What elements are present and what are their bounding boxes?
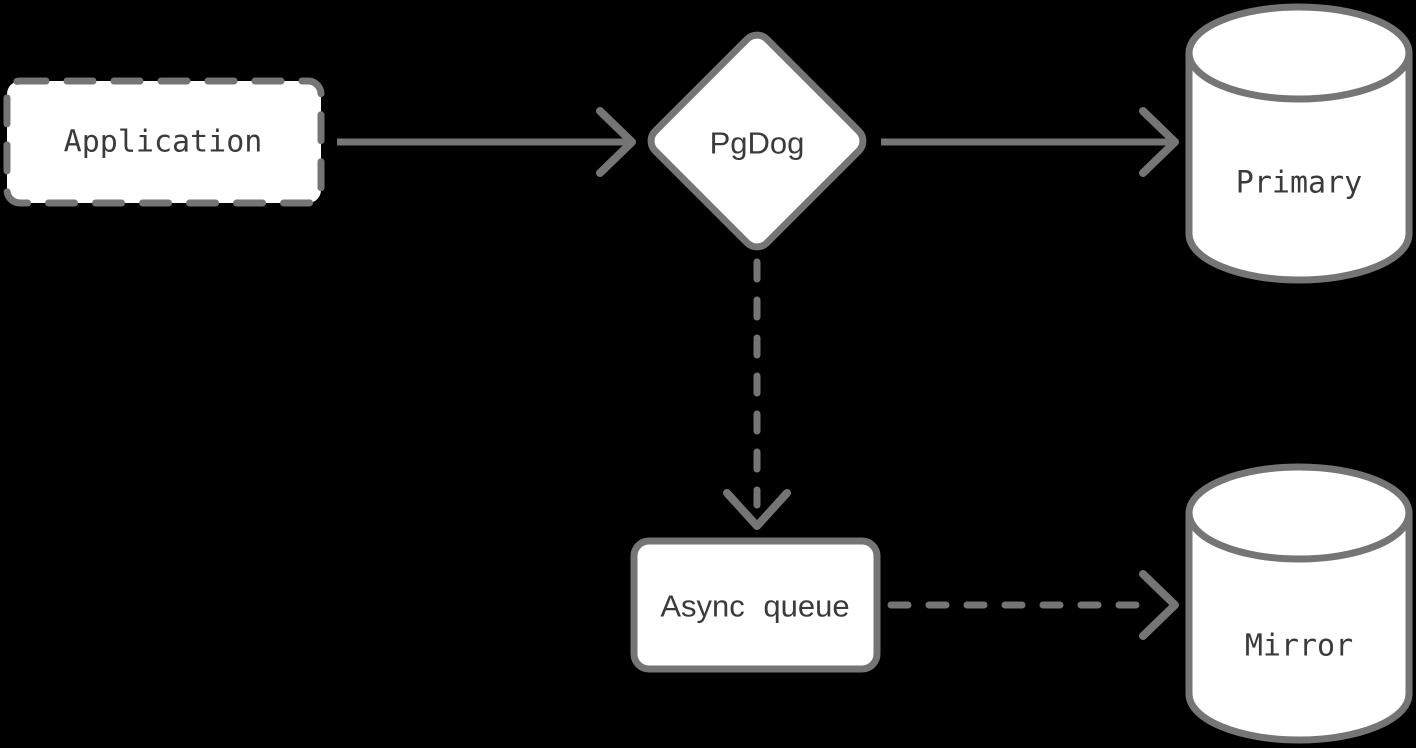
edge-pgdog-to-async-queue <box>723 258 791 530</box>
application-label: Application <box>64 125 263 160</box>
arrowhead-down-icon <box>723 489 791 530</box>
pgdog-label: PgDog <box>710 126 805 161</box>
application-box <box>3 77 325 207</box>
node-pgdog: PgDog <box>647 31 867 251</box>
primary-label: Primary <box>1236 166 1362 201</box>
primary-cylinder-body <box>1185 53 1413 284</box>
async-queue-label: Async queue <box>660 589 849 624</box>
mirror-cylinder-body <box>1185 513 1413 744</box>
mirror-label: Mirror <box>1245 629 1353 664</box>
edge-pgdog-to-primary <box>881 107 1179 177</box>
node-mirror: Mirror <box>1185 463 1413 744</box>
pgdog-diamond <box>647 31 867 251</box>
node-async-queue: Async queue <box>630 537 881 673</box>
edge-application-to-pgdog <box>337 107 636 177</box>
primary-cylinder-top <box>1185 3 1413 103</box>
edge-async-queue-to-mirror <box>887 570 1179 640</box>
arrowhead-right-icon <box>1139 107 1179 177</box>
arrowhead-right-icon <box>1139 570 1179 640</box>
node-primary: Primary <box>1185 3 1413 284</box>
arrowhead-right-icon <box>596 107 636 177</box>
async-queue-box <box>630 537 881 673</box>
node-application: Application <box>3 77 325 207</box>
mirror-cylinder-top <box>1185 463 1413 563</box>
